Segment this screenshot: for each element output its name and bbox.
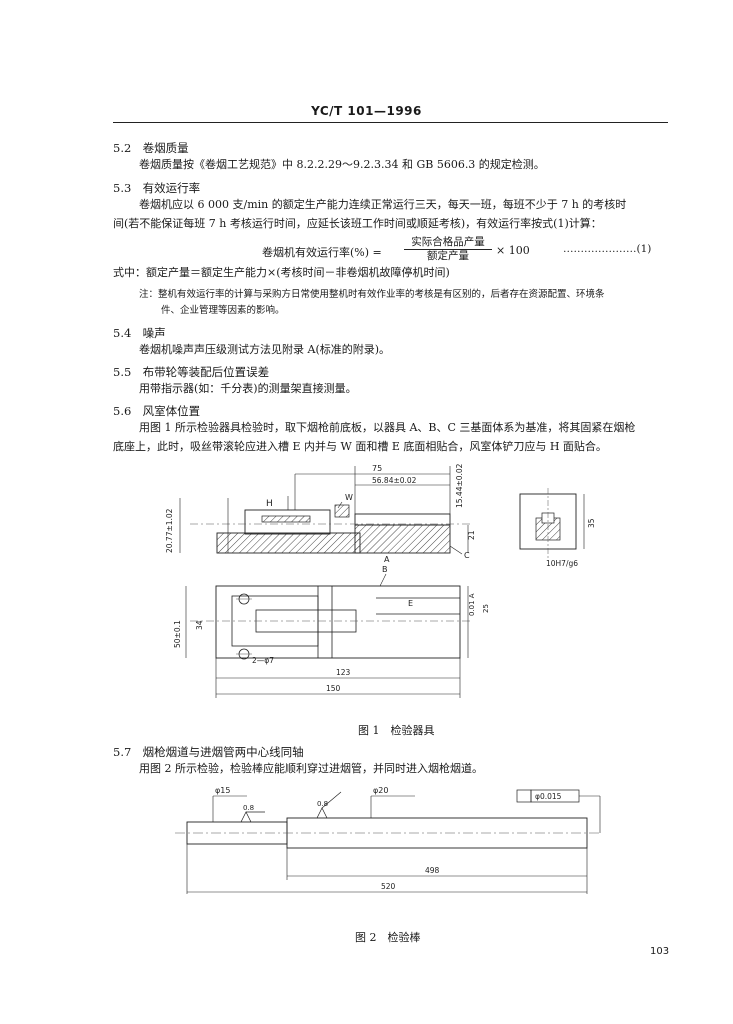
section-number: 5.6 — [113, 404, 132, 418]
dim-25: 25 — [482, 604, 490, 613]
dim-phi20: φ20 — [373, 786, 388, 795]
section-title: 有效运行率 — [142, 181, 201, 195]
roughness-1: 0.8 — [243, 804, 254, 812]
dim-phi15: φ15 — [215, 786, 230, 795]
dim-5684: 56.84±0.02 — [372, 476, 417, 485]
section-5-7-heading: 5.7 烟枪烟道与进烟管两中心线同轴 — [113, 744, 304, 760]
formula-fraction: 实际合格品产量 额定产量 — [404, 236, 492, 263]
label-e: E — [408, 599, 413, 608]
figure-2-drawing: φ15 φ20 0.8 0.8 φ0.015 498 520 — [175, 786, 601, 894]
dim-50: 50±0.1 — [173, 620, 182, 648]
top-outline — [215, 585, 461, 659]
section-5-6-body-line2: 底座上，此时，吸丝带滚轮应进入槽 E 内并与 W 面和槽 E 底面相贴合，风室体… — [113, 440, 607, 453]
formula-where: 式中：额定产量＝额定生产能力×(考核时间－非卷烟机故障停机时间) — [113, 266, 450, 279]
dim-2phi7: 2—φ7 — [252, 656, 274, 665]
front-w-block — [334, 504, 350, 518]
figure-1-drawing: 75 56.84±0.02 15.44±0.02 20.77±1.02 21 H… — [165, 463, 596, 698]
leader-w — [337, 501, 343, 509]
section-number: 5.3 — [113, 181, 132, 195]
dim-2077: 20.77±1.02 — [165, 508, 174, 553]
tolerance-frame-icon — [516, 789, 532, 803]
section-5-3-heading: 5.3 有效运行率 — [113, 180, 200, 196]
section-5-3-body-line2: 间(若不能保证每班 7 h 考核运行时间，应延长该班工作时间或顺延考核)，有效运… — [113, 217, 602, 230]
section-5-6-body-line1: 用图 1 所示检验器具检验时，取下烟枪前底板，以器具 A、B、C 三基面体系为基… — [139, 421, 636, 434]
section-title: 烟枪烟道与进烟管两中心线同轴 — [142, 745, 304, 759]
top-view: 2—φ7 50±0.1 34 0.01 A 25 B E 123 150 — [173, 565, 490, 698]
section-5-3-body-line1: 卷烟机应以 6 000 支/min 的额定生产能力连续正常运行三天，每天一班，每… — [139, 198, 627, 211]
dim-520: 520 — [381, 882, 396, 891]
front-slot — [261, 515, 311, 523]
section-title: 风室体位置 — [142, 404, 201, 418]
section-5-4-heading: 5.4 噪声 — [113, 325, 166, 341]
section-5-5-heading: 5.5 布带轮等装配后位置误差 — [113, 364, 269, 380]
header-rule — [113, 122, 668, 123]
dim-35: 35 — [587, 518, 596, 528]
front-top-plate — [354, 513, 451, 526]
front-slider — [244, 509, 331, 535]
formula-numerator: 实际合格品产量 — [404, 236, 492, 250]
note-line1: 注：整机有效运行率的计算与采购方日常使用整机时有效作业率的考核是有区别的，后者存… — [139, 289, 605, 300]
section-number: 5.2 — [113, 141, 132, 155]
leader-c — [449, 545, 463, 555]
dim-1544: 15.44±0.02 — [455, 463, 464, 508]
dim-01: 0.01 A — [468, 593, 476, 616]
section-title: 卷烟质量 — [142, 141, 189, 155]
dim-34: 34 — [195, 620, 204, 630]
front-base-right — [354, 524, 451, 554]
formula-lhs: 卷烟机有效运行率(%) = — [262, 246, 382, 259]
dim-10h7: 10H7/g6 — [546, 559, 578, 568]
roughness-icon — [240, 811, 265, 823]
label-b: B — [382, 565, 388, 574]
section-number: 5.5 — [113, 365, 132, 379]
figure-2-caption: 图 2 检验棒 — [355, 931, 421, 944]
label-h: H — [266, 499, 273, 509]
dim-21: 21 — [467, 530, 476, 540]
roughness-icon — [316, 791, 342, 819]
section-title: 布带轮等装配后位置误差 — [142, 365, 270, 379]
section-5-4-body: 卷烟机噪声声压级测试方法见附录 A(标准的附录)。 — [139, 343, 391, 356]
standard-code: YC/T 101—1996 — [311, 104, 422, 118]
section-5-6-heading: 5.6 风室体位置 — [113, 403, 200, 419]
section-number: 5.7 — [113, 745, 132, 759]
dim-150: 150 — [326, 684, 341, 693]
leader-b — [379, 573, 387, 587]
section-number: 5.4 — [113, 326, 132, 340]
formula-tag: …………………(1) — [563, 243, 652, 255]
label-a: A — [384, 555, 390, 564]
section-5-2-body: 卷烟质量按《卷烟工艺规范》中 8.2.2.29～9.2.3.34 和 GB 56… — [139, 158, 545, 171]
front-view: 75 56.84±0.02 15.44±0.02 20.77±1.02 21 H… — [165, 463, 476, 564]
section-5-5-body: 用带指示器(如：千分表)的测量架直接测量。 — [139, 382, 357, 395]
roughness-2: 0.8 — [317, 800, 328, 808]
label-w: W — [345, 493, 353, 502]
formula-multiplier: × 100 — [496, 244, 530, 257]
figure-1-caption: 图 1 检验器具 — [358, 724, 435, 737]
formula-denominator: 额定产量 — [427, 250, 469, 262]
section-5-2-heading: 5.2 卷烟质量 — [113, 140, 189, 156]
section-5-7-body: 用图 2 所示检验，检验棒应能顺利穿过进烟管，并同时进入烟枪烟道。 — [139, 762, 483, 775]
front-base-left — [216, 532, 361, 554]
dim-75: 75 — [372, 464, 382, 473]
note-line2: 件、企业管理等因素的影响。 — [161, 305, 285, 316]
tolerance-value: φ0.015 — [535, 792, 562, 801]
side-view: 35 10H7/g6 — [519, 488, 596, 568]
label-c: C — [464, 551, 470, 560]
test-rod: φ15 φ20 0.8 0.8 φ0.015 498 520 — [175, 786, 601, 894]
dim-498: 498 — [425, 866, 440, 875]
dim-123: 123 — [336, 668, 351, 677]
page-number: 103 — [650, 946, 670, 957]
section-title: 噪声 — [142, 326, 166, 340]
